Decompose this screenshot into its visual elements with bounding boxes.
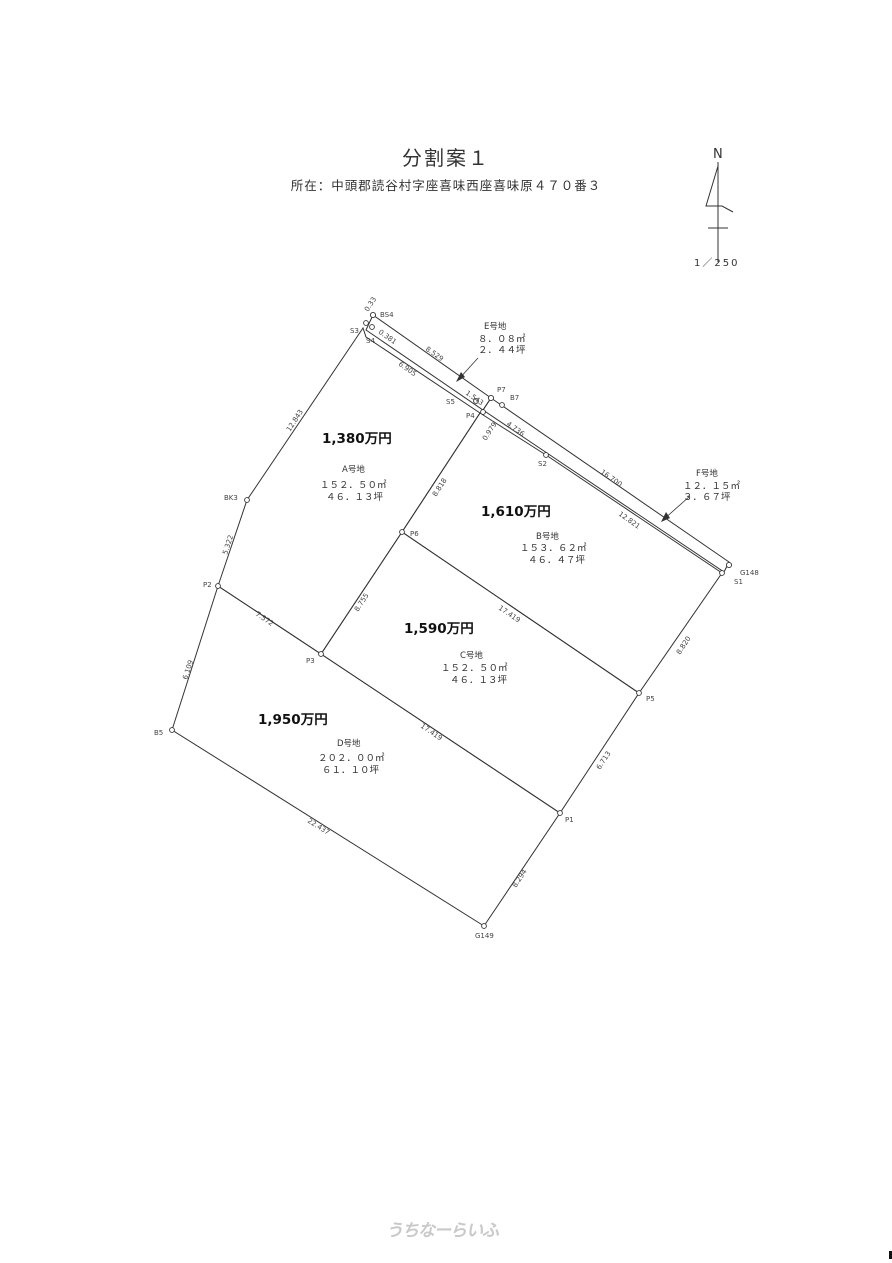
dimension-label: 6.109: [181, 659, 195, 681]
dimension-label: 12.821: [617, 510, 642, 531]
lot-f-area-tsubo: ３．６７坪: [683, 491, 731, 503]
lot-e-arrowhead-icon: [456, 372, 465, 382]
point-label-bs4: BS4: [380, 311, 394, 319]
lot-e-area-tsubo: ２．４４坪: [478, 344, 526, 356]
point-label-p2: P2: [203, 581, 212, 589]
point-label-p3: P3: [306, 657, 315, 665]
lot-f-arrowhead-icon: [661, 512, 670, 522]
dimension-label: 7.572: [254, 610, 275, 628]
lot-c-area-tsubo: ４６．１３坪: [450, 674, 508, 686]
lot-b-area-m2: １５３．６２㎡: [520, 543, 587, 554]
point-marker: [719, 570, 725, 576]
point-marker: [480, 409, 486, 415]
point-label-p7: P7: [497, 386, 506, 394]
point-marker: [543, 452, 549, 458]
lot-d-area-m2: ２０２．００㎡: [318, 753, 385, 764]
lot-f-name: F号地: [696, 468, 718, 479]
point-label-p5: P5: [646, 695, 655, 703]
point-marker: [473, 398, 479, 404]
dimension-label: 8.294: [511, 867, 529, 889]
point-label-g148: G148: [740, 569, 759, 577]
lot-a-name: A号地: [342, 464, 365, 475]
point-label-s4: S4: [366, 337, 375, 345]
lot-d-price: 1,950万円: [258, 712, 328, 728]
north-arrow-icon: [705, 162, 734, 262]
lot-d-area-tsubo: ６１．１０坪: [322, 764, 380, 776]
point-label-s3: S3: [350, 327, 359, 335]
dimension-label: 5.322: [221, 534, 235, 556]
point-marker: [499, 402, 505, 408]
point-marker: [244, 497, 250, 503]
scan-edge-mark: [889, 1251, 892, 1259]
watermark-logo: うちなーらいふ: [386, 1221, 499, 1241]
point-label-b7: B7: [510, 394, 519, 402]
point-label-s5: S5: [446, 398, 455, 406]
lot-b-price: 1,610万円: [481, 504, 551, 520]
lot-c-name: C号地: [460, 650, 483, 661]
point-marker: [215, 583, 221, 589]
dimension-label: 17.419: [419, 722, 444, 742]
point-marker: [636, 690, 642, 696]
dimension-label: 16.700: [599, 468, 624, 489]
point-marker: [481, 923, 487, 929]
point-marker: [318, 651, 324, 657]
point-label-b5: B5: [154, 729, 163, 737]
lot-a-price: 1,380万円: [322, 431, 392, 447]
dimension-label: 8.820: [675, 635, 693, 656]
point-label-bk3: BK3: [224, 494, 238, 502]
lot-e-area-m2: ８．０８㎡: [478, 334, 526, 345]
point-label-p1: P1: [565, 816, 574, 824]
dimension-label: 8.818: [431, 477, 449, 498]
lot-a-area-m2: １５２．５０㎡: [320, 480, 387, 491]
dimension-label: 8.529: [424, 345, 445, 363]
lot-b-area-tsubo: ４６．４７坪: [528, 554, 586, 566]
point-marker: [363, 320, 369, 326]
point-label-p4: P4: [466, 412, 475, 420]
lot-c-area-m2: １５２．５０㎡: [441, 663, 508, 674]
point-marker: [369, 311, 377, 319]
dimension-label: 22.437: [306, 817, 331, 837]
lot-b-boundary: [401, 412, 723, 694]
point-marker: [369, 324, 375, 330]
lot-d-boundary: [171, 585, 561, 927]
scale-label: 1／250: [694, 257, 739, 269]
address-line: 所在：中頭郡読谷村字座喜味西座喜味原４７０番３: [290, 178, 602, 193]
lot-b-name: B号地: [536, 531, 559, 542]
dimension-label: 0.33: [363, 296, 378, 313]
point-label-g149: G149: [475, 932, 494, 940]
point-label-p6: P6: [410, 530, 419, 538]
dimension-label: 6.713: [595, 750, 613, 771]
lot-d-name: D号地: [337, 738, 361, 749]
point-label-s1: S1: [734, 578, 743, 586]
dimension-label: 17.419: [497, 604, 522, 624]
lot-c-price: 1,590万円: [404, 621, 474, 637]
point-marker: [487, 394, 495, 402]
lot-a-area-tsubo: ４６．１３坪: [326, 491, 384, 503]
page-title: 分割案１: [402, 146, 490, 170]
point-marker: [169, 727, 175, 733]
lot-e-name: E号地: [484, 321, 507, 332]
north-label: N: [713, 147, 723, 162]
dimension-label: 0.979: [481, 421, 499, 442]
point-marker: [725, 561, 733, 569]
lot-f-area-m2: １２．１５㎡: [683, 481, 741, 492]
point-marker: [399, 529, 405, 535]
survey-points: [169, 311, 733, 929]
point-label-s2: S2: [538, 460, 547, 468]
point-marker: [557, 810, 563, 816]
